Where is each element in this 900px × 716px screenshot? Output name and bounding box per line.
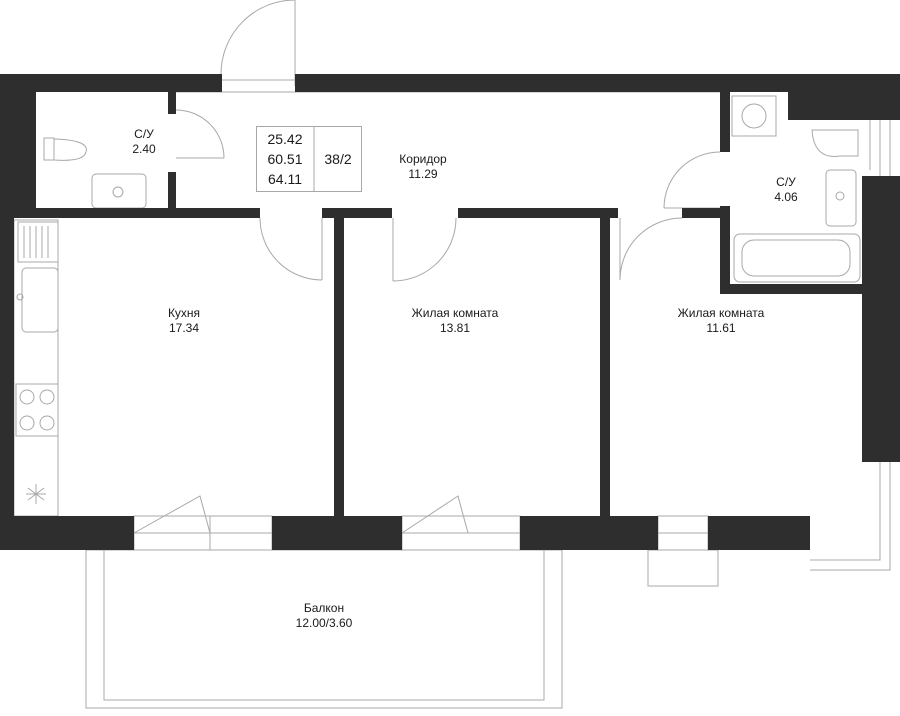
wall-kitchen-living	[334, 218, 344, 516]
room-area: 11.29	[408, 167, 438, 181]
room-name: С/У	[776, 175, 796, 189]
room-label-living-room-2: Жилая комната 11.61	[678, 306, 765, 336]
room-area: 11.61	[706, 321, 736, 335]
room-label-bathroom-small: С/У 2.40	[132, 127, 155, 157]
wall-bath-large-bottom	[720, 284, 862, 294]
toilet-icon-large	[811, 129, 859, 157]
room-name: С/У	[134, 127, 154, 141]
bathroom-door-small	[175, 109, 225, 159]
kitchen-door	[259, 217, 323, 281]
area-values: 25.42 60.51 64.11	[256, 126, 314, 189]
room-area: 12.00/3.60	[295, 616, 353, 630]
room-area: 2.40	[132, 142, 156, 156]
wall-right-upper	[788, 92, 900, 120]
room-name: Жилая комната	[411, 306, 499, 320]
bathtub-icon	[733, 233, 861, 283]
wall-bath-large-left	[720, 92, 730, 152]
wall-bottom-3	[520, 516, 658, 550]
room-area: 13.81	[439, 321, 471, 335]
room-name: Коридор	[399, 152, 447, 166]
total-with-balcony-value: 64.11	[268, 171, 302, 187]
total-area-value: 60.51	[267, 151, 303, 167]
bathroom-door-large	[663, 151, 721, 209]
wall-bottom-2	[272, 516, 402, 550]
apartment-code: 38/2	[324, 151, 352, 167]
washbasin-icon-small	[91, 173, 147, 209]
area-summary: 25.42 60.51 64.11 38/2	[256, 126, 362, 192]
room-label-living-room-1: Жилая комната 13.81	[412, 306, 499, 336]
living-room-2-door	[619, 217, 683, 281]
room-name: Кухня	[167, 306, 201, 320]
room-name: Жилая комната	[677, 306, 765, 320]
room-label-balcony: Балкон 12.00/3.60	[296, 601, 353, 631]
wall-bath-small-right-low	[168, 172, 176, 212]
wall-bottom-4	[708, 516, 810, 550]
room-name: Балкон	[303, 601, 345, 615]
wall-kitchen-top	[14, 208, 260, 218]
walls	[0, 74, 900, 550]
wall-left-upper	[0, 74, 36, 218]
kitchen-sink-icon	[21, 267, 59, 333]
kitchen-counter	[13, 219, 59, 517]
area-summary-frame	[256, 126, 362, 192]
room-area: 4.06	[774, 190, 798, 204]
wall-corridor-right	[682, 208, 724, 218]
washing-machine-icon	[731, 95, 777, 137]
wall-living-living	[600, 218, 610, 516]
stove-icon	[15, 383, 59, 437]
entrance-door	[220, 0, 296, 75]
living-room-1-door	[392, 217, 457, 282]
wall-top-right	[295, 74, 900, 92]
wall-right	[862, 176, 900, 462]
wall-top-left	[0, 74, 222, 92]
wall-corridor-mid2	[458, 208, 618, 218]
wall-corridor-mid	[322, 208, 392, 218]
kitchen-fan-icon	[26, 484, 46, 504]
toilet-icon-small	[43, 137, 87, 161]
room-area: 17.34	[168, 321, 200, 335]
wall-left	[0, 210, 14, 550]
wall-bath-small-right	[168, 92, 176, 114]
living-area-value: 25.42	[267, 131, 303, 147]
room-label-corridor: Коридор 11.29	[399, 152, 446, 182]
wall-bottom-1	[14, 516, 134, 550]
room-label-bathroom-large: С/У 4.06	[774, 175, 797, 205]
wall-bath-large-left-low	[720, 206, 730, 292]
room-label-kitchen: Кухня 17.34	[168, 306, 200, 336]
